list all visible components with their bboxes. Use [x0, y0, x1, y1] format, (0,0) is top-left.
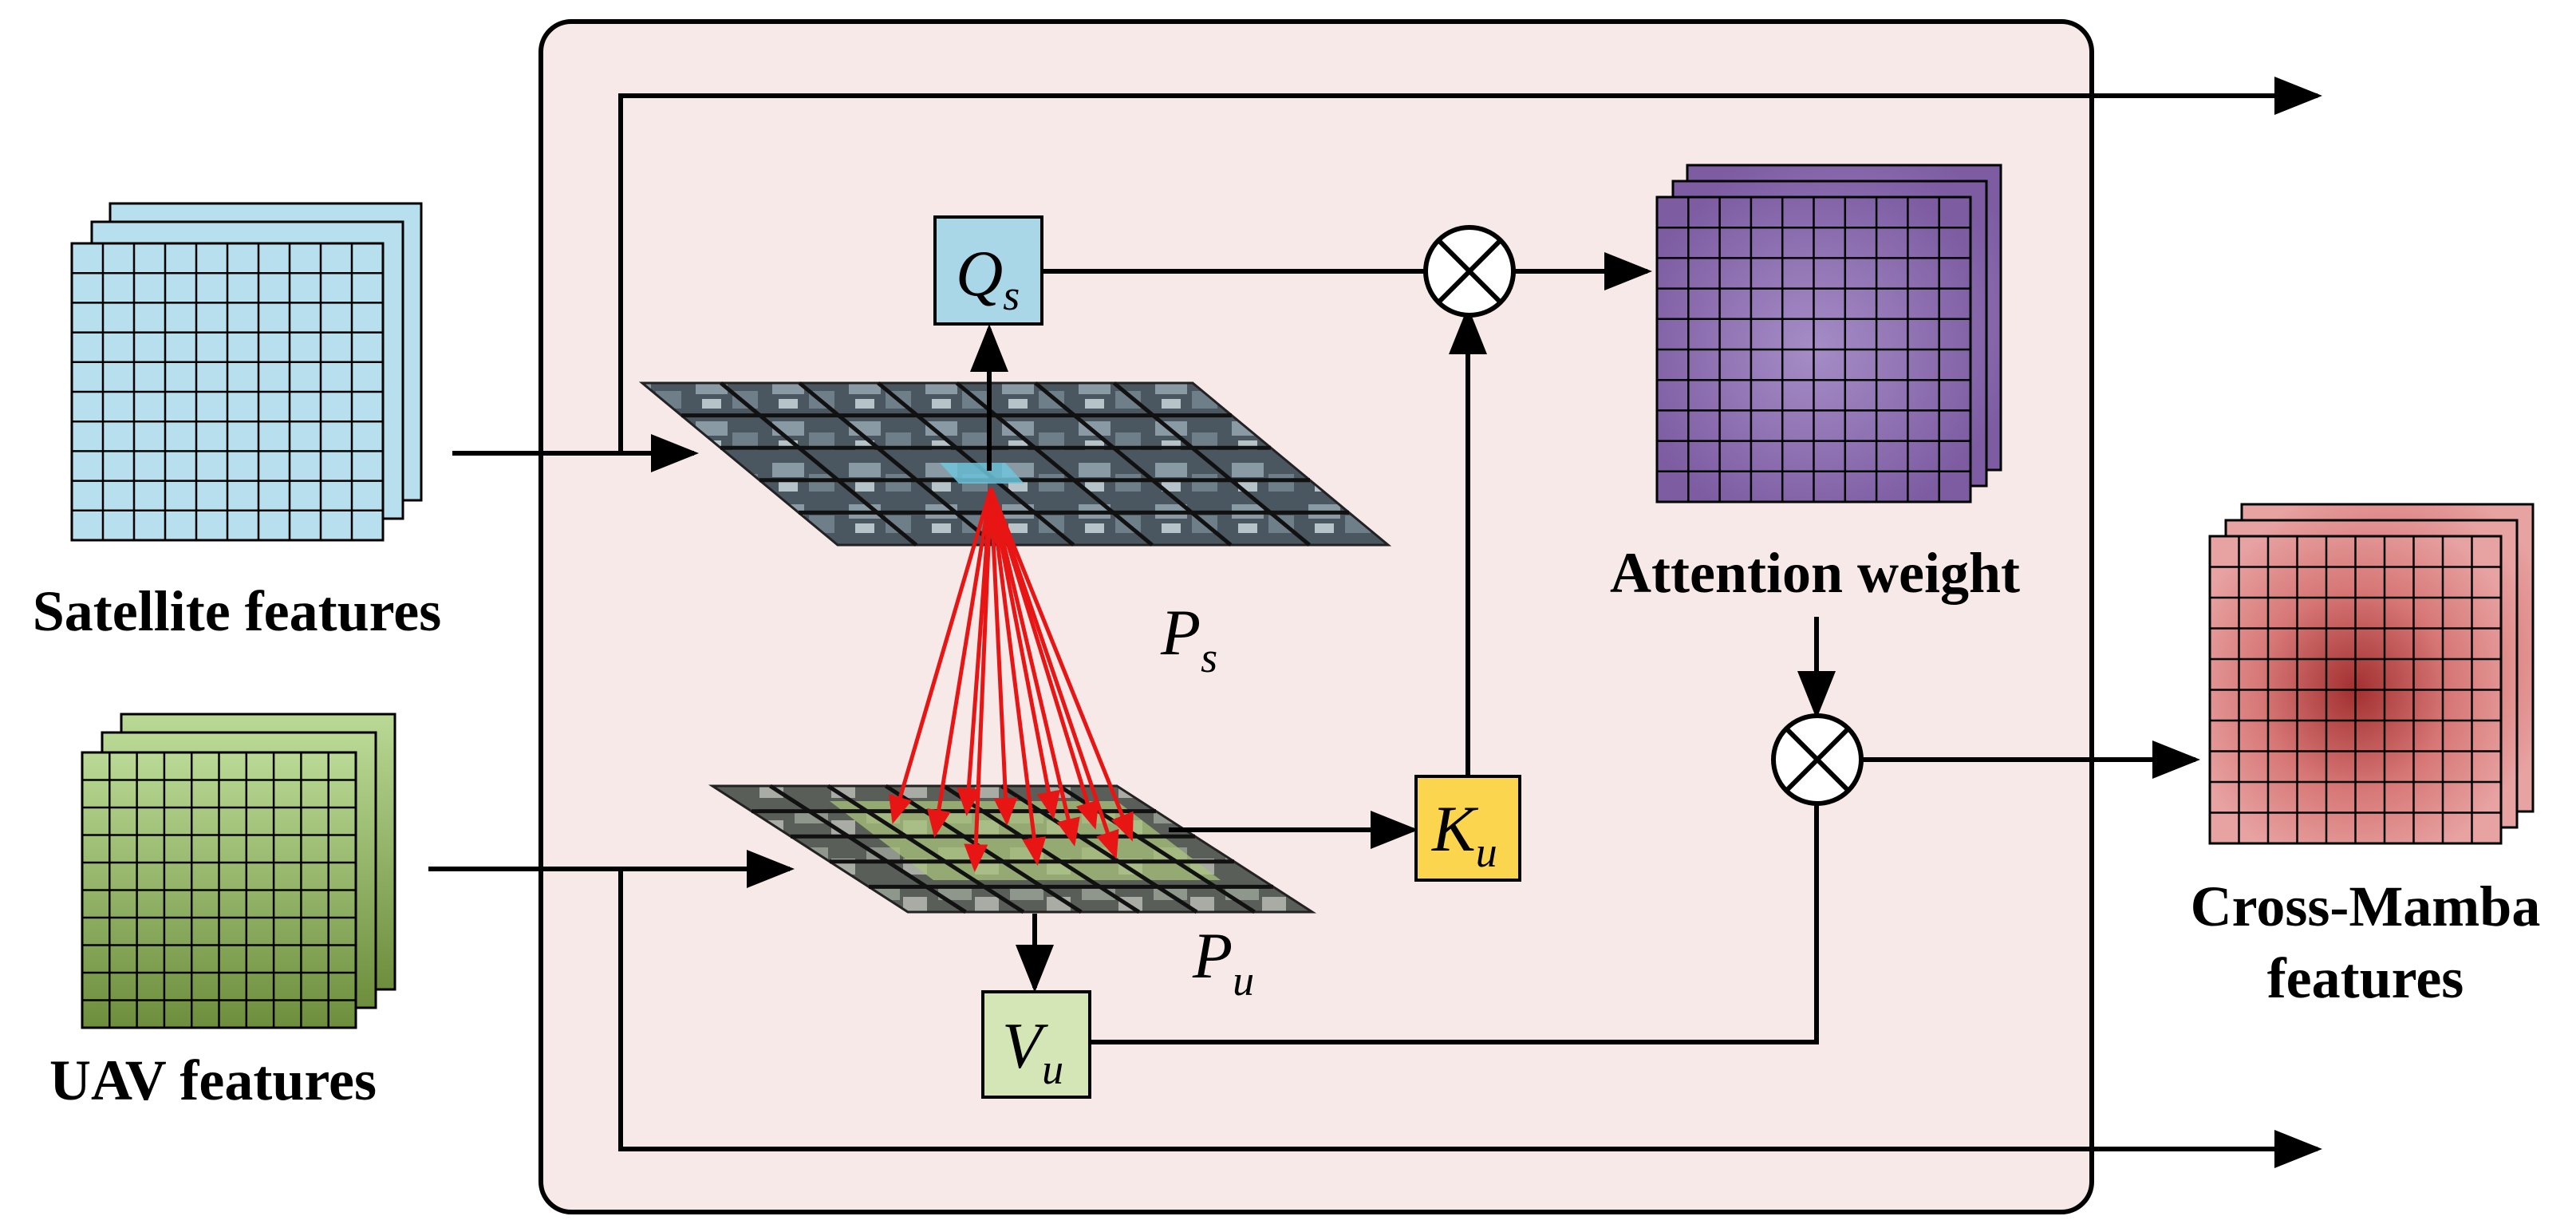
ku-sub: u [1476, 828, 1497, 876]
multiply-operator-top [1423, 225, 1516, 318]
fan-arrow [926, 488, 993, 838]
fan-arrow [964, 488, 993, 872]
fan-arrow [988, 488, 1134, 842]
uav-features-label: UAV features [49, 1048, 377, 1112]
attention-weight-stack [1655, 164, 2002, 503]
satellite-patch-plane [638, 381, 1392, 547]
fan-arrow [988, 488, 1080, 847]
svg-text:Vu: Vu [1002, 1009, 1063, 1093]
key-box-ku: Ku [1414, 775, 1521, 882]
fan-arrow [988, 488, 1061, 819]
fan-arrow [988, 488, 1018, 826]
qs-sub: s [1003, 271, 1020, 319]
satellite-features-label: Satellite features [33, 579, 442, 643]
cross-attention-fan-arrows [889, 488, 1134, 872]
feature-grid-lines [72, 197, 2501, 1028]
connector-lines [428, 77, 2322, 1168]
pu-label: Pu [1192, 919, 1254, 1005]
cross-mamba-label-line2: features [2267, 946, 2464, 1010]
fan-arrow [988, 488, 1119, 859]
cross-mamba-feature-stack [2208, 503, 2535, 845]
query-patch-highlight [940, 463, 1024, 484]
attention-weight-label: Attention weight [1610, 541, 2020, 605]
svg-text:Ku: Ku [1431, 792, 1497, 876]
satellite-feature-stack [70, 202, 423, 542]
cross-mamba-label-line1: Cross-Mamba [2191, 875, 2541, 938]
qs-base: Q [956, 237, 1003, 310]
vu-base: V [1002, 1009, 1048, 1082]
ps-label: Ps [1160, 596, 1217, 681]
fan-arrow [889, 488, 993, 824]
vu-sub: u [1042, 1045, 1063, 1093]
svg-text:Qs: Qs [956, 237, 1020, 319]
uav-feature-stack [81, 713, 396, 1029]
query-box-qs: Qs [933, 215, 1043, 326]
multiply-operator-bottom [1771, 713, 1864, 806]
value-box-vu: Vu [981, 990, 1091, 1099]
fan-arrow [988, 488, 1047, 866]
ku-base: K [1431, 792, 1479, 865]
